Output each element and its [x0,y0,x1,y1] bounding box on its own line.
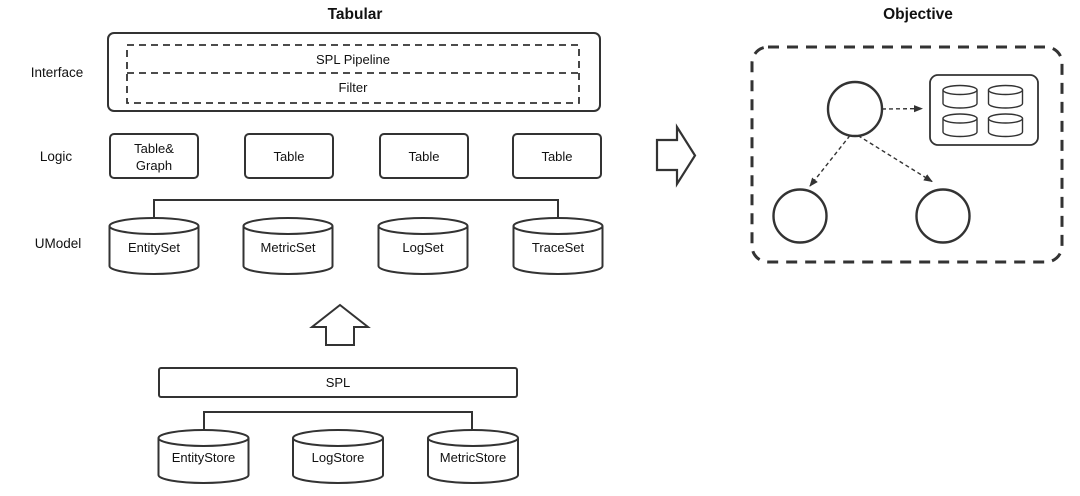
database-icon-4 [987,113,1024,138]
cylinder-metricstore-top [427,429,519,447]
filter-label: Filter [339,80,369,95]
right-arrow-icon [655,123,697,188]
cylinder-entitystore-top [157,429,250,447]
cylinder-entityset: EntitySet [108,217,200,275]
objective-section [750,45,1064,264]
spl-pipeline-label: SPL Pipeline [316,52,390,67]
logic-box-table-1 [244,133,334,179]
cylinder-entityset-label: EntitySet [128,240,180,255]
spl-box-label: SPL [326,375,351,390]
cylinder-entityset-body [108,226,200,275]
cylinder-metricset-label: MetricSet [261,240,316,255]
database-icon-3 [942,113,978,138]
logic-box-table-graph [109,133,199,179]
row-label-interface: Interface [31,65,84,80]
row-label-umodel: UModel [35,236,82,251]
ingest-section: SPL EntityStore LogStore MetricStore [157,303,519,484]
cylinder-traceset-top [512,217,604,235]
cylinder-logstore-top [292,429,384,447]
logic-box-table-2-label: Table [408,149,439,164]
cylinder-entitystore-body [157,438,250,484]
objective-child-node-right [915,188,971,244]
spl-box [158,367,518,398]
cylinder-traceset-label: TraceSet [532,240,585,255]
database-group [929,74,1039,146]
arrow-root-to-right-node [857,134,933,183]
cylinder-logset-label: LogSet [402,240,444,255]
objective-root-node [826,80,884,138]
logic-box-table-1-label: Table [273,149,304,164]
database-icon-4-top [987,113,1024,124]
cylinder-entitystore: EntityStore [157,429,250,484]
objective-child-node-left [772,188,828,244]
database-icon-2-top [987,84,1024,96]
cylinder-logset-top [377,217,469,235]
objective-dashed-container [750,45,1064,264]
cylinder-metricstore-label: MetricStore [440,450,506,465]
umodel-bracket-connector [153,199,559,232]
cylinder-entityset-top [108,217,200,235]
up-arrow-icon [309,303,371,346]
cylinder-entitystore-label: EntityStore [172,450,236,465]
database-icon-2 [987,84,1024,109]
cylinder-traceset-body [512,226,604,275]
cylinder-logstore-label: LogStore [312,450,365,465]
cylinder-metricstore-body [427,438,519,484]
cylinder-metricstore: MetricStore [427,429,519,484]
cylinder-logstore-body [292,438,384,484]
database-icon-3-top [942,113,978,124]
umodel-layer: EntitySet MetricSet LogSet TraceSet [108,199,604,275]
logic-box-table-graph-label-line1: Table& [134,141,174,156]
cylinder-logset: LogSet [377,217,469,275]
tabular-section-title: Tabular [328,6,383,23]
cylinder-metricset-body [242,226,334,275]
cylinder-logset-body [377,226,469,275]
cylinder-metricset-top [242,217,334,235]
spl-pipeline-dashed-box [126,44,580,104]
database-icon-1-top [942,84,978,96]
objective-section-title: Objective [883,6,953,23]
logic-box-table-3 [512,133,602,179]
interface-container-box [107,32,601,112]
database-icon-1 [942,84,978,109]
arrow-root-to-left-node [809,135,851,187]
logic-layer: Table& Graph Table Table Table [109,133,602,179]
cylinder-logstore: LogStore [292,429,384,484]
logic-box-table-2 [379,133,469,179]
interface-layer: SPL Pipeline Filter [107,32,601,112]
cylinder-traceset: TraceSet [512,217,604,275]
store-bracket-connector [203,411,473,444]
logic-box-table-3-label: Table [541,149,572,164]
logic-box-table-graph-label-line2: Graph [136,158,172,173]
cylinder-metricset: MetricSet [242,217,334,275]
row-label-logic: Logic [40,149,73,164]
